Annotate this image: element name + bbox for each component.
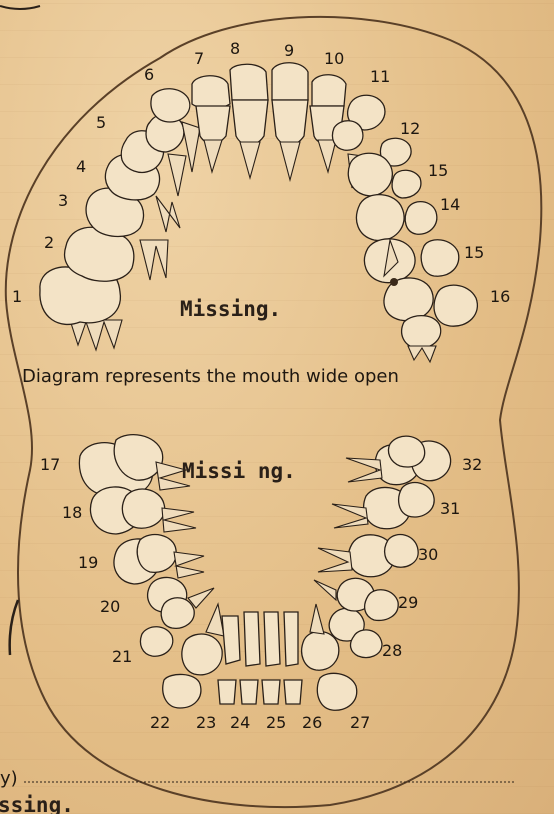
tooth-number-8: 8	[230, 39, 240, 58]
tooth-number-11: 11	[370, 67, 390, 86]
tooth-number-4: 4	[76, 157, 86, 176]
tooth-number-10: 10	[324, 49, 344, 68]
tooth-number-22: 22	[150, 713, 170, 732]
upper-status-text: Missing.	[180, 297, 281, 321]
tooth-number-28: 28	[382, 641, 402, 660]
tooth-number-32: 32	[462, 455, 482, 474]
tooth-number-23: 23	[196, 713, 216, 732]
tooth-number-3: 3	[58, 191, 68, 210]
tooth-number-19: 19	[78, 553, 98, 572]
tooth-number-21: 21	[112, 647, 132, 666]
partial-form-label: y)	[0, 768, 18, 789]
tooth-number-18: 18	[62, 503, 82, 522]
margin-mark	[10, 600, 18, 655]
tooth-number-26: 26	[302, 713, 322, 732]
tooth-number-31: 31	[440, 499, 460, 518]
tooth-number-30: 30	[418, 545, 438, 564]
tooth-number-24: 24	[230, 713, 250, 732]
tooth-number-13: 15	[428, 161, 448, 180]
tooth-number-15: 15	[464, 243, 484, 262]
diagram-caption: Diagram represents the mouth wide open	[22, 366, 399, 387]
tooth-number-1: 1	[12, 287, 22, 306]
lower-status-text: Missi ng.	[182, 459, 296, 483]
corner-mark	[0, 6, 40, 9]
tooth-number-6: 6	[144, 65, 154, 84]
tooth-number-20: 20	[100, 597, 120, 616]
tooth-number-27: 27	[350, 713, 370, 732]
tooth-number-7: 7	[194, 49, 204, 68]
tooth-number-17: 17	[40, 455, 60, 474]
tooth-number-29: 29	[398, 593, 418, 612]
tooth-number-2: 2	[44, 233, 54, 252]
tooth-number-5: 5	[96, 113, 106, 132]
tooth-number-12: 12	[400, 119, 420, 138]
tooth-number-25: 25	[266, 713, 286, 732]
tooth-number-14: 14	[440, 195, 460, 214]
tooth-number-16: 16	[490, 287, 510, 306]
partial-missing-text: ssing.	[0, 793, 74, 814]
tooth-number-9: 9	[284, 41, 294, 60]
